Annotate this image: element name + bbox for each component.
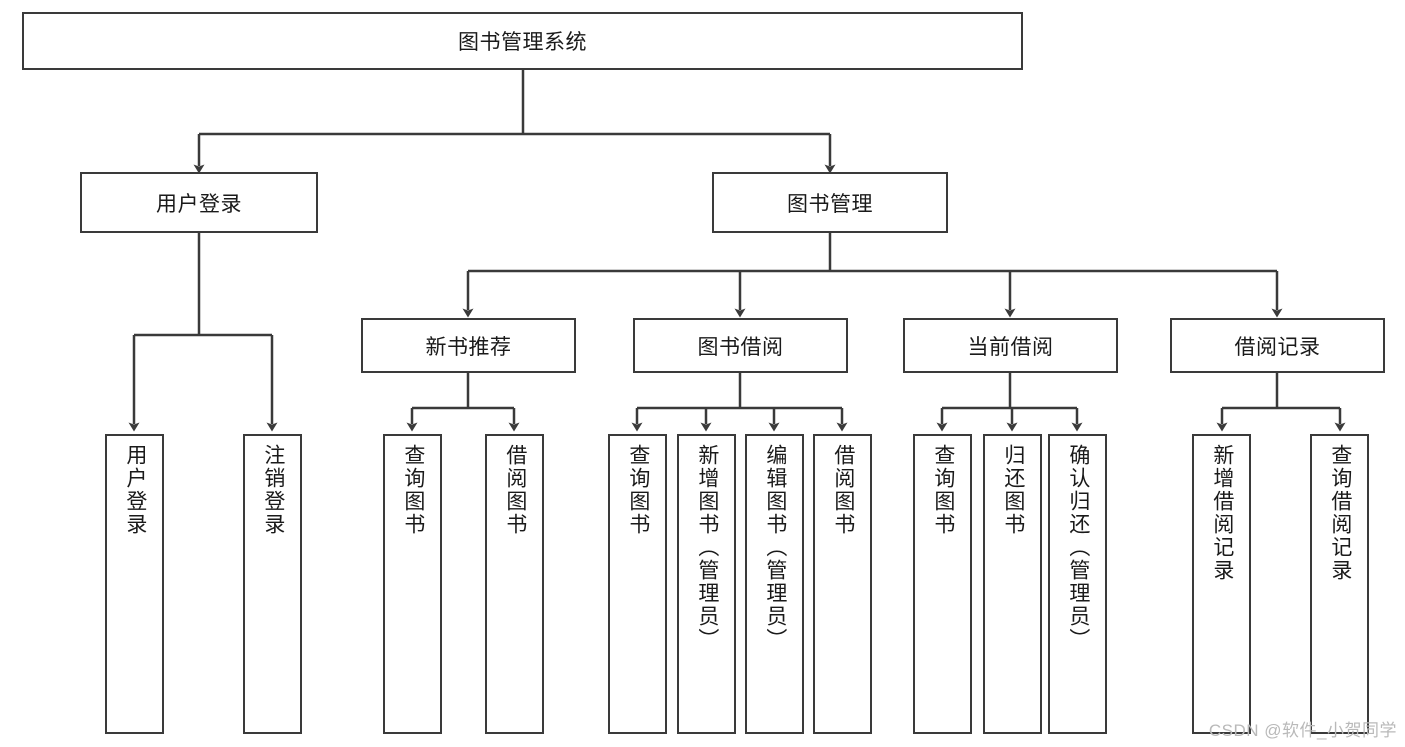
node-borrow-record-label: 借阅记录 (1234, 335, 1321, 359)
leaf-label: 借阅图书 (503, 444, 527, 536)
node-current-borrow[interactable]: 当前借阅 (903, 318, 1118, 373)
node-root[interactable]: 图书管理系统 (22, 12, 1023, 70)
leaf-current-borrow-query[interactable]: 查询图书 (913, 434, 972, 734)
leaf-label: 借阅图书 (831, 444, 855, 536)
leaf-label: 查询图书 (931, 444, 955, 536)
leaf-current-borrow-return[interactable]: 归还图书 (983, 434, 1042, 734)
node-book-management[interactable]: 图书管理 (712, 172, 948, 233)
leaf-new-book-query[interactable]: 查询图书 (383, 434, 442, 734)
leaf-user-login-signin[interactable]: 用户登录 (105, 434, 164, 734)
leaf-label: 新增图书（管理员） (695, 444, 719, 651)
node-user-login[interactable]: 用户登录 (80, 172, 318, 233)
leaf-new-book-borrow[interactable]: 借阅图书 (485, 434, 544, 734)
leaf-label: 确认归还（管理员） (1066, 444, 1090, 651)
node-root-label: 图书管理系统 (458, 31, 587, 54)
leaf-label: 查询图书 (401, 444, 425, 536)
leaf-user-login-signout[interactable]: 注销登录 (243, 434, 302, 734)
leaf-label: 查询图书 (626, 444, 650, 536)
node-user-login-label: 用户登录 (156, 192, 242, 216)
leaf-book-borrow-edit[interactable]: 编辑图书（管理员） (745, 434, 804, 734)
leaf-label: 用户登录 (123, 444, 147, 536)
leaf-label: 查询借阅记录 (1328, 444, 1352, 582)
node-new-book-recommend[interactable]: 新书推荐 (361, 318, 576, 373)
node-book-borrow-label: 图书借阅 (697, 335, 784, 359)
leaf-book-borrow-add[interactable]: 新增图书（管理员） (677, 434, 736, 734)
leaf-book-borrow-borrow[interactable]: 借阅图书 (813, 434, 872, 734)
leaf-borrow-record-add[interactable]: 新增借阅记录 (1192, 434, 1251, 734)
node-borrow-record[interactable]: 借阅记录 (1170, 318, 1385, 373)
leaf-current-borrow-confirm-return[interactable]: 确认归还（管理员） (1048, 434, 1107, 734)
leaf-label: 归还图书 (1001, 444, 1025, 536)
node-current-borrow-label: 当前借阅 (967, 335, 1054, 359)
node-new-book-recommend-label: 新书推荐 (425, 335, 512, 359)
leaf-borrow-record-query[interactable]: 查询借阅记录 (1310, 434, 1369, 734)
node-book-management-label: 图书管理 (787, 192, 873, 216)
leaf-book-borrow-query[interactable]: 查询图书 (608, 434, 667, 734)
leaf-label: 新增借阅记录 (1210, 444, 1234, 582)
leaf-label: 注销登录 (261, 444, 285, 536)
watermark: CSDN @软件_小贺同学 (1208, 721, 1397, 740)
leaf-label: 编辑图书（管理员） (763, 444, 787, 651)
node-book-borrow[interactable]: 图书借阅 (633, 318, 848, 373)
